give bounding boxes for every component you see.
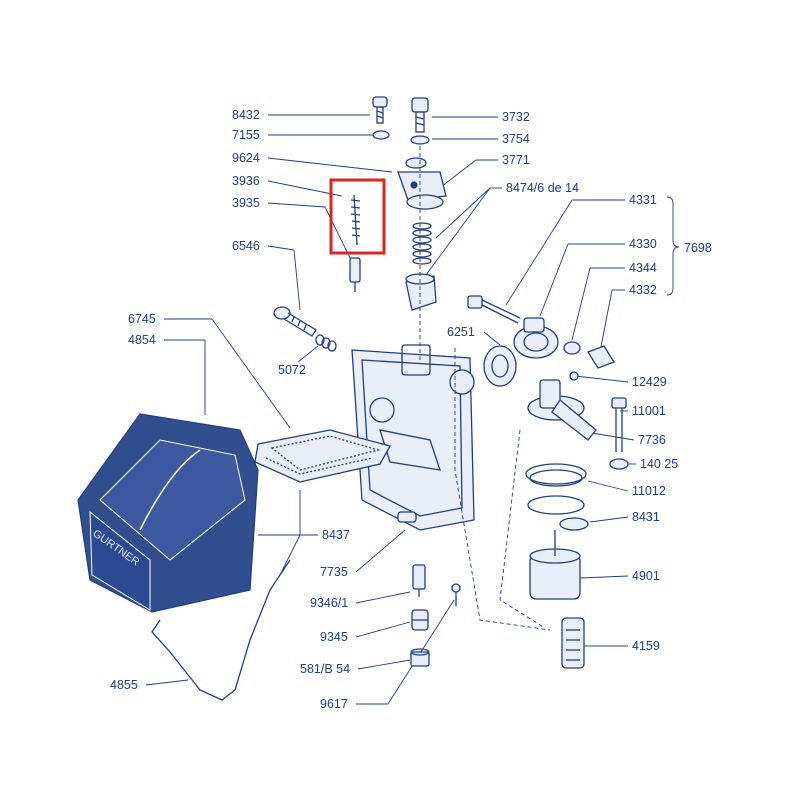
label-7736: 7736 — [638, 433, 666, 447]
part-4332-nut — [587, 345, 615, 369]
label-8432: 8432 — [232, 108, 260, 122]
label-3935: 3935 — [232, 196, 260, 210]
part-7155-washer — [372, 130, 390, 140]
label-8437: 8437 — [322, 528, 350, 542]
part-14025-washer — [609, 458, 629, 470]
part-4854-air-box: GURTNER — [77, 413, 259, 613]
label-7698: 7698 — [684, 241, 712, 255]
label-4159: 4159 — [632, 639, 660, 653]
label-11012: 11012 — [632, 484, 666, 498]
part-4344-washer — [563, 341, 581, 355]
label-3936: 3936 — [232, 174, 260, 188]
part-6251-ring — [483, 345, 517, 387]
highlight-box-3936 — [329, 178, 386, 255]
label-5072: 5072 — [278, 363, 306, 377]
label-7735: 7735 — [320, 565, 348, 579]
label-4901: 4901 — [632, 569, 660, 583]
part-5072-spring — [315, 334, 337, 352]
part-581-jet — [410, 648, 430, 667]
label-9346-1: 9346/1 — [310, 596, 348, 610]
label-4330: 4330 — [629, 237, 657, 251]
label-8431: 8431 — [632, 510, 660, 524]
label-6546: 6546 — [232, 239, 260, 253]
label-3732: 3732 — [502, 110, 530, 124]
part-spring — [412, 222, 432, 265]
part-3771-cover — [397, 157, 447, 210]
part-9617-screw — [451, 583, 461, 606]
part-8432-screw — [372, 96, 388, 124]
label-4344: 4344 — [629, 261, 657, 275]
part-4855-wire-clip — [151, 559, 291, 701]
part-6546-screw — [273, 306, 317, 337]
label-3754: 3754 — [502, 132, 530, 146]
label-6251: 6251 — [447, 325, 475, 339]
label-4331: 4331 — [629, 193, 657, 207]
part-4331-bolt — [467, 295, 521, 324]
label-4855: 4855 — [110, 678, 138, 692]
part-8474-slide — [405, 273, 437, 311]
part-3754-washer — [410, 135, 430, 145]
part-4901-float — [529, 530, 581, 600]
part-4330-clamp — [513, 317, 559, 359]
part-3936-needle — [350, 194, 361, 246]
part-3935-jet — [349, 257, 361, 292]
label-8474-6-de-14: 8474/6 de 14 — [506, 181, 579, 195]
label-9624: 9624 — [232, 151, 260, 165]
part-8431-washer — [559, 517, 589, 531]
part-11001-bolt — [611, 397, 627, 452]
label-3771: 3771 — [502, 153, 530, 167]
label-14025: 140 25 — [640, 457, 678, 471]
part-9345-jet — [411, 609, 429, 631]
part-7736-tap — [527, 371, 597, 441]
label-12429: 12429 — [632, 375, 667, 389]
label-11001: 11001 — [632, 404, 666, 418]
assembly-guide-lines — [419, 146, 551, 631]
part-9346-jet — [412, 564, 426, 597]
label-581-b54: 581/B 54 — [300, 662, 350, 676]
label-7155: 7155 — [232, 128, 260, 142]
part-3732-screw — [411, 97, 429, 133]
part-7735-body — [351, 344, 475, 531]
label-9617: 9617 — [320, 697, 348, 711]
label-6745: 6745 — [128, 312, 156, 326]
label-4332: 4332 — [629, 283, 657, 297]
part-11012-rings — [525, 463, 587, 515]
label-4854: 4854 — [128, 333, 156, 347]
label-9345: 9345 — [320, 630, 348, 644]
part-4159-filter — [561, 617, 585, 669]
